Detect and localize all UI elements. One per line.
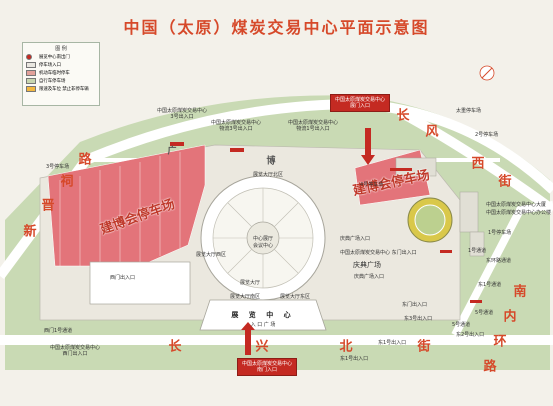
east-buildings: [395, 157, 485, 257]
map-label: 中国太原煤炭交易中心 东门出入口: [340, 250, 417, 256]
road-char: 内: [503, 309, 517, 325]
map-label: 展览大厅: [239, 280, 261, 286]
legend-item: 机动车临时停车: [26, 70, 96, 76]
map-label: 物流3号出入口: [219, 126, 253, 132]
legend-item: 限速及车位 禁止非停车辆: [26, 86, 96, 92]
map-label: 展览大厅东区: [280, 294, 311, 300]
legend-item: 展览中心南出门: [26, 54, 96, 60]
stadium-inner: [414, 204, 446, 236]
south-entry-sign: 中国太原煤炭交易中心 南门入口: [237, 358, 298, 376]
map-label: 东2号出入口: [456, 332, 485, 338]
map-label: 庆典广场入口: [354, 274, 385, 280]
compass-icon: [479, 65, 495, 81]
map-label: 1号停车场: [488, 230, 512, 236]
hall-spokes: [213, 188, 313, 288]
map-label: 会议中心: [252, 243, 274, 249]
bike-parking-swatch: [26, 78, 36, 84]
map-label: 中国太原煤炭交易中心: [156, 108, 208, 114]
road-char: 环: [493, 334, 507, 350]
map-label: 展览大厅西区: [196, 252, 227, 258]
map-label: 中国太原煤炭交易中心: [210, 120, 262, 126]
west-building: [89, 261, 191, 305]
road-char: 新: [23, 224, 37, 240]
legend-item: 自行车停车场: [26, 78, 96, 84]
north-entry-sign: 中国太原煤炭交易中心 展门入口: [330, 94, 391, 112]
parking-entry-swatch: [26, 62, 36, 68]
page-title: 中国（太原）煤炭交易中心平面示意图: [123, 18, 430, 37]
restricted-swatch: [26, 86, 36, 92]
road-char: 长: [168, 339, 182, 355]
parking-stripes-west: [59, 152, 181, 266]
map-label: 中国太原煤炭交易中心: [287, 120, 339, 126]
exit-markers: [170, 142, 482, 303]
exhibition-center-title: 展 览 中 心: [231, 311, 295, 319]
map-label: 展览大厅南区: [230, 294, 261, 300]
road-char: 祠: [60, 174, 74, 190]
map-label: 3号停车场: [46, 164, 70, 170]
map-label: 5号通道: [452, 322, 471, 328]
road-char: 长: [396, 108, 410, 124]
map-label: 太重停车场: [456, 108, 482, 114]
entry-icon: [26, 54, 32, 60]
map-label: 中国太原煤炭交易中心大厦: [486, 202, 547, 208]
legend-item-label: 自行车停车场: [39, 79, 66, 84]
road-char: 北: [339, 339, 353, 355]
legend: 图 例 展览中心南出门 停车场入口 机动车临时停车 自行车停车场 限速及车位 禁…: [22, 42, 100, 106]
south-entry-sign-line: 中国太原煤炭交易中心: [242, 361, 293, 367]
map-label: 东1号出入口: [378, 340, 407, 346]
south-entry-sign-line: 南门入口: [257, 367, 278, 373]
road-char: 广: [167, 146, 177, 157]
map-label: 东1号出入口: [340, 356, 369, 362]
legend-item: 停车场入口: [26, 62, 96, 68]
north-entry-sign-line: 中国太原煤炭交易中心: [335, 97, 386, 103]
map-label: 中国太原煤炭交易中心办公楼: [486, 210, 552, 216]
map-label: 4号停车场: [360, 182, 384, 188]
map-label: 物流1号出入口: [296, 126, 330, 132]
legend-title: 图 例: [55, 46, 67, 52]
map-label: 中国太原煤炭交易中心: [49, 345, 101, 351]
road-char: 路: [78, 152, 92, 168]
road-changfeng: [397, 107, 553, 215]
legend-item-label: 限速及车位 禁止非停车辆: [39, 87, 89, 92]
map-label: 东3号出入口: [404, 316, 433, 322]
map-label: 5号通道: [475, 310, 494, 316]
road-east: [451, 201, 553, 337]
road-char: 晋: [41, 198, 55, 214]
ceremony-plaza-label: 庆典广场: [353, 261, 381, 269]
map-label: 展览大厅北区: [252, 172, 284, 178]
road-char: 南: [513, 284, 527, 300]
road-char: 风: [425, 124, 439, 140]
legend-item-label: 展览中心南出门: [39, 55, 70, 60]
map-label: 东环路通道: [486, 258, 512, 264]
legend-item-label: 机动车临时停车: [39, 71, 70, 76]
north-entry-sign-line: 展门入口: [350, 103, 371, 109]
road-char: 路: [483, 359, 497, 375]
road-char: 街: [498, 174, 512, 190]
map-label: 庆典广场入口: [340, 236, 371, 242]
map-label: 东门出入口: [402, 302, 428, 308]
road-char: 博: [266, 156, 276, 167]
hall-label: 中心展厅: [252, 236, 274, 242]
map-label: 2号停车场: [475, 132, 499, 138]
entry-plaza-label: 入 口 广 场: [250, 322, 276, 328]
map-label: 3号出入口: [170, 114, 194, 120]
road-char: 西: [471, 156, 485, 172]
entry-arrows: [241, 128, 375, 355]
map-label: 1号通道: [468, 248, 487, 254]
temporary-parking-swatch: [26, 70, 36, 76]
road-char: 街: [417, 339, 431, 355]
legend-item-label: 停车场入口: [39, 63, 61, 68]
road-char: 兴: [255, 339, 269, 355]
map-label: 西门1号通道: [44, 328, 73, 334]
parking-west: [47, 144, 206, 267]
map-label: 西门出入口: [110, 275, 136, 281]
map-label: 西门出入口: [62, 351, 88, 357]
south-plaza: [199, 299, 327, 331]
map-label: 东1号通道: [478, 282, 502, 288]
